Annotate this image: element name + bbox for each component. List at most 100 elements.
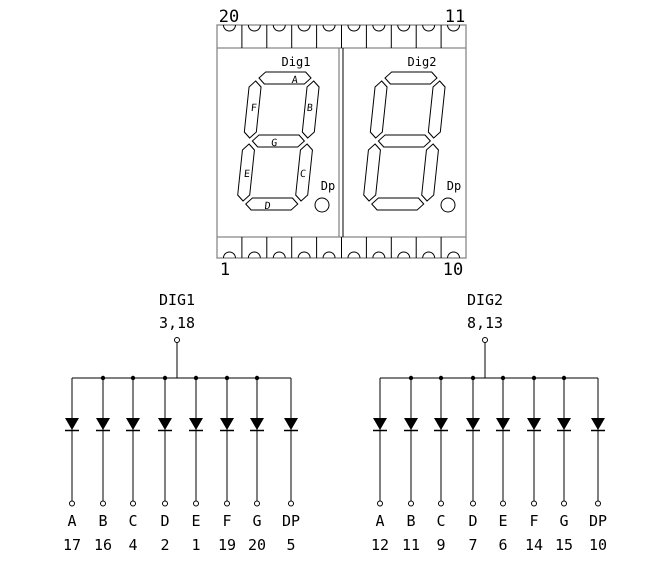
pin-notch: [247, 251, 261, 259]
segment-name: DP: [282, 512, 300, 530]
pin-notch: [322, 24, 336, 32]
segment-label-d: D: [264, 201, 271, 212]
diode-icon: [220, 418, 234, 430]
diode-icon: [434, 418, 448, 430]
segment-name: C: [436, 512, 445, 530]
digit-label: Dig2: [408, 55, 437, 69]
segment-label-g: G: [271, 138, 278, 149]
dp-label: Dp: [447, 179, 461, 193]
segment-terminal: [595, 500, 601, 507]
pin-label-1: 1: [220, 260, 230, 280]
segment-label-e: E: [243, 169, 250, 180]
segment-e: [363, 143, 381, 202]
diode-icon: [404, 418, 418, 430]
segment-pin: 2: [160, 536, 169, 554]
segment-pin: 19: [218, 536, 236, 554]
diode-icon: [158, 418, 172, 430]
segment-c: [295, 143, 313, 202]
diode-icon: [250, 418, 264, 430]
pin-notch: [347, 24, 361, 32]
common-label: DIG2: [467, 291, 503, 309]
segment-label-c: C: [299, 169, 306, 180]
segment-name: E: [498, 512, 507, 530]
segment-a: [258, 71, 312, 85]
segment-g: [251, 134, 306, 148]
segment-f: [243, 80, 262, 139]
segment-name: B: [98, 512, 107, 530]
segment-name: A: [375, 512, 384, 530]
pin-notch: [422, 251, 436, 259]
segment-terminal: [69, 500, 75, 507]
segment-pin: 6: [498, 536, 507, 554]
segment-name: G: [252, 512, 261, 530]
segment-c: [421, 143, 439, 202]
segment-terminal: [500, 500, 506, 507]
segment-terminal: [531, 500, 537, 507]
segment-name: B: [406, 512, 415, 530]
pin-notch: [297, 24, 311, 32]
segment-terminal: [408, 500, 414, 507]
digit-label: Dig1: [282, 55, 311, 69]
segment-pin: 20: [248, 536, 266, 554]
segment-name: G: [559, 512, 568, 530]
segment-label-f: F: [250, 103, 257, 114]
pin-notch: [397, 24, 411, 32]
segment-pin: 5: [286, 536, 295, 554]
diode-icon: [284, 418, 298, 430]
diode-icon: [373, 418, 387, 430]
diode-icon: [496, 418, 510, 430]
pin-notch: [397, 251, 411, 259]
dp-label: Dp: [321, 179, 335, 193]
segment-pin: 11: [402, 536, 420, 554]
diode-icon: [126, 418, 140, 430]
segment-pin: 10: [589, 536, 607, 554]
segment-terminal: [288, 500, 294, 507]
segment-pin: 16: [94, 536, 112, 554]
decimal-point: [440, 197, 456, 213]
segment-terminal: [470, 500, 476, 507]
segment-name: DP: [589, 512, 607, 530]
digit-2: [363, 71, 446, 211]
diode-icon: [65, 418, 79, 430]
segment-terminal: [224, 500, 230, 507]
pin-notch: [422, 24, 436, 32]
segment-pin: 7: [468, 536, 477, 554]
segment-name: E: [191, 512, 200, 530]
segment-e: [237, 143, 255, 202]
diode-icon: [189, 418, 203, 430]
segment-a: [384, 71, 438, 85]
segment-d: [371, 197, 425, 211]
pin-notch: [272, 24, 286, 32]
segment-g: [377, 134, 432, 148]
decimal-point: [314, 197, 330, 213]
segment-pin: 9: [436, 536, 445, 554]
pin-notch: [372, 251, 386, 259]
diode-icon: [557, 418, 571, 430]
diode-icon: [527, 418, 541, 430]
common-label: DIG1: [159, 291, 195, 309]
segment-b: [427, 80, 446, 139]
diode-icon: [466, 418, 480, 430]
pin-notch: [447, 24, 461, 32]
diode-icon: [96, 418, 110, 430]
pin-notch: [272, 251, 286, 259]
segment-terminal: [377, 500, 383, 507]
segment-pin: 12: [371, 536, 389, 554]
segment-d: [245, 197, 299, 211]
diode-icon: [591, 418, 605, 430]
segment-name: A: [67, 512, 76, 530]
segment-pin: 4: [128, 536, 137, 554]
pin-label-11: 11: [445, 7, 465, 27]
segment-pin: 1: [191, 536, 200, 554]
segment-terminal: [193, 500, 199, 507]
segment-name: D: [160, 512, 169, 530]
segment-pin: 14: [525, 536, 543, 554]
segment-f: [369, 80, 388, 139]
segment-name: F: [222, 512, 231, 530]
